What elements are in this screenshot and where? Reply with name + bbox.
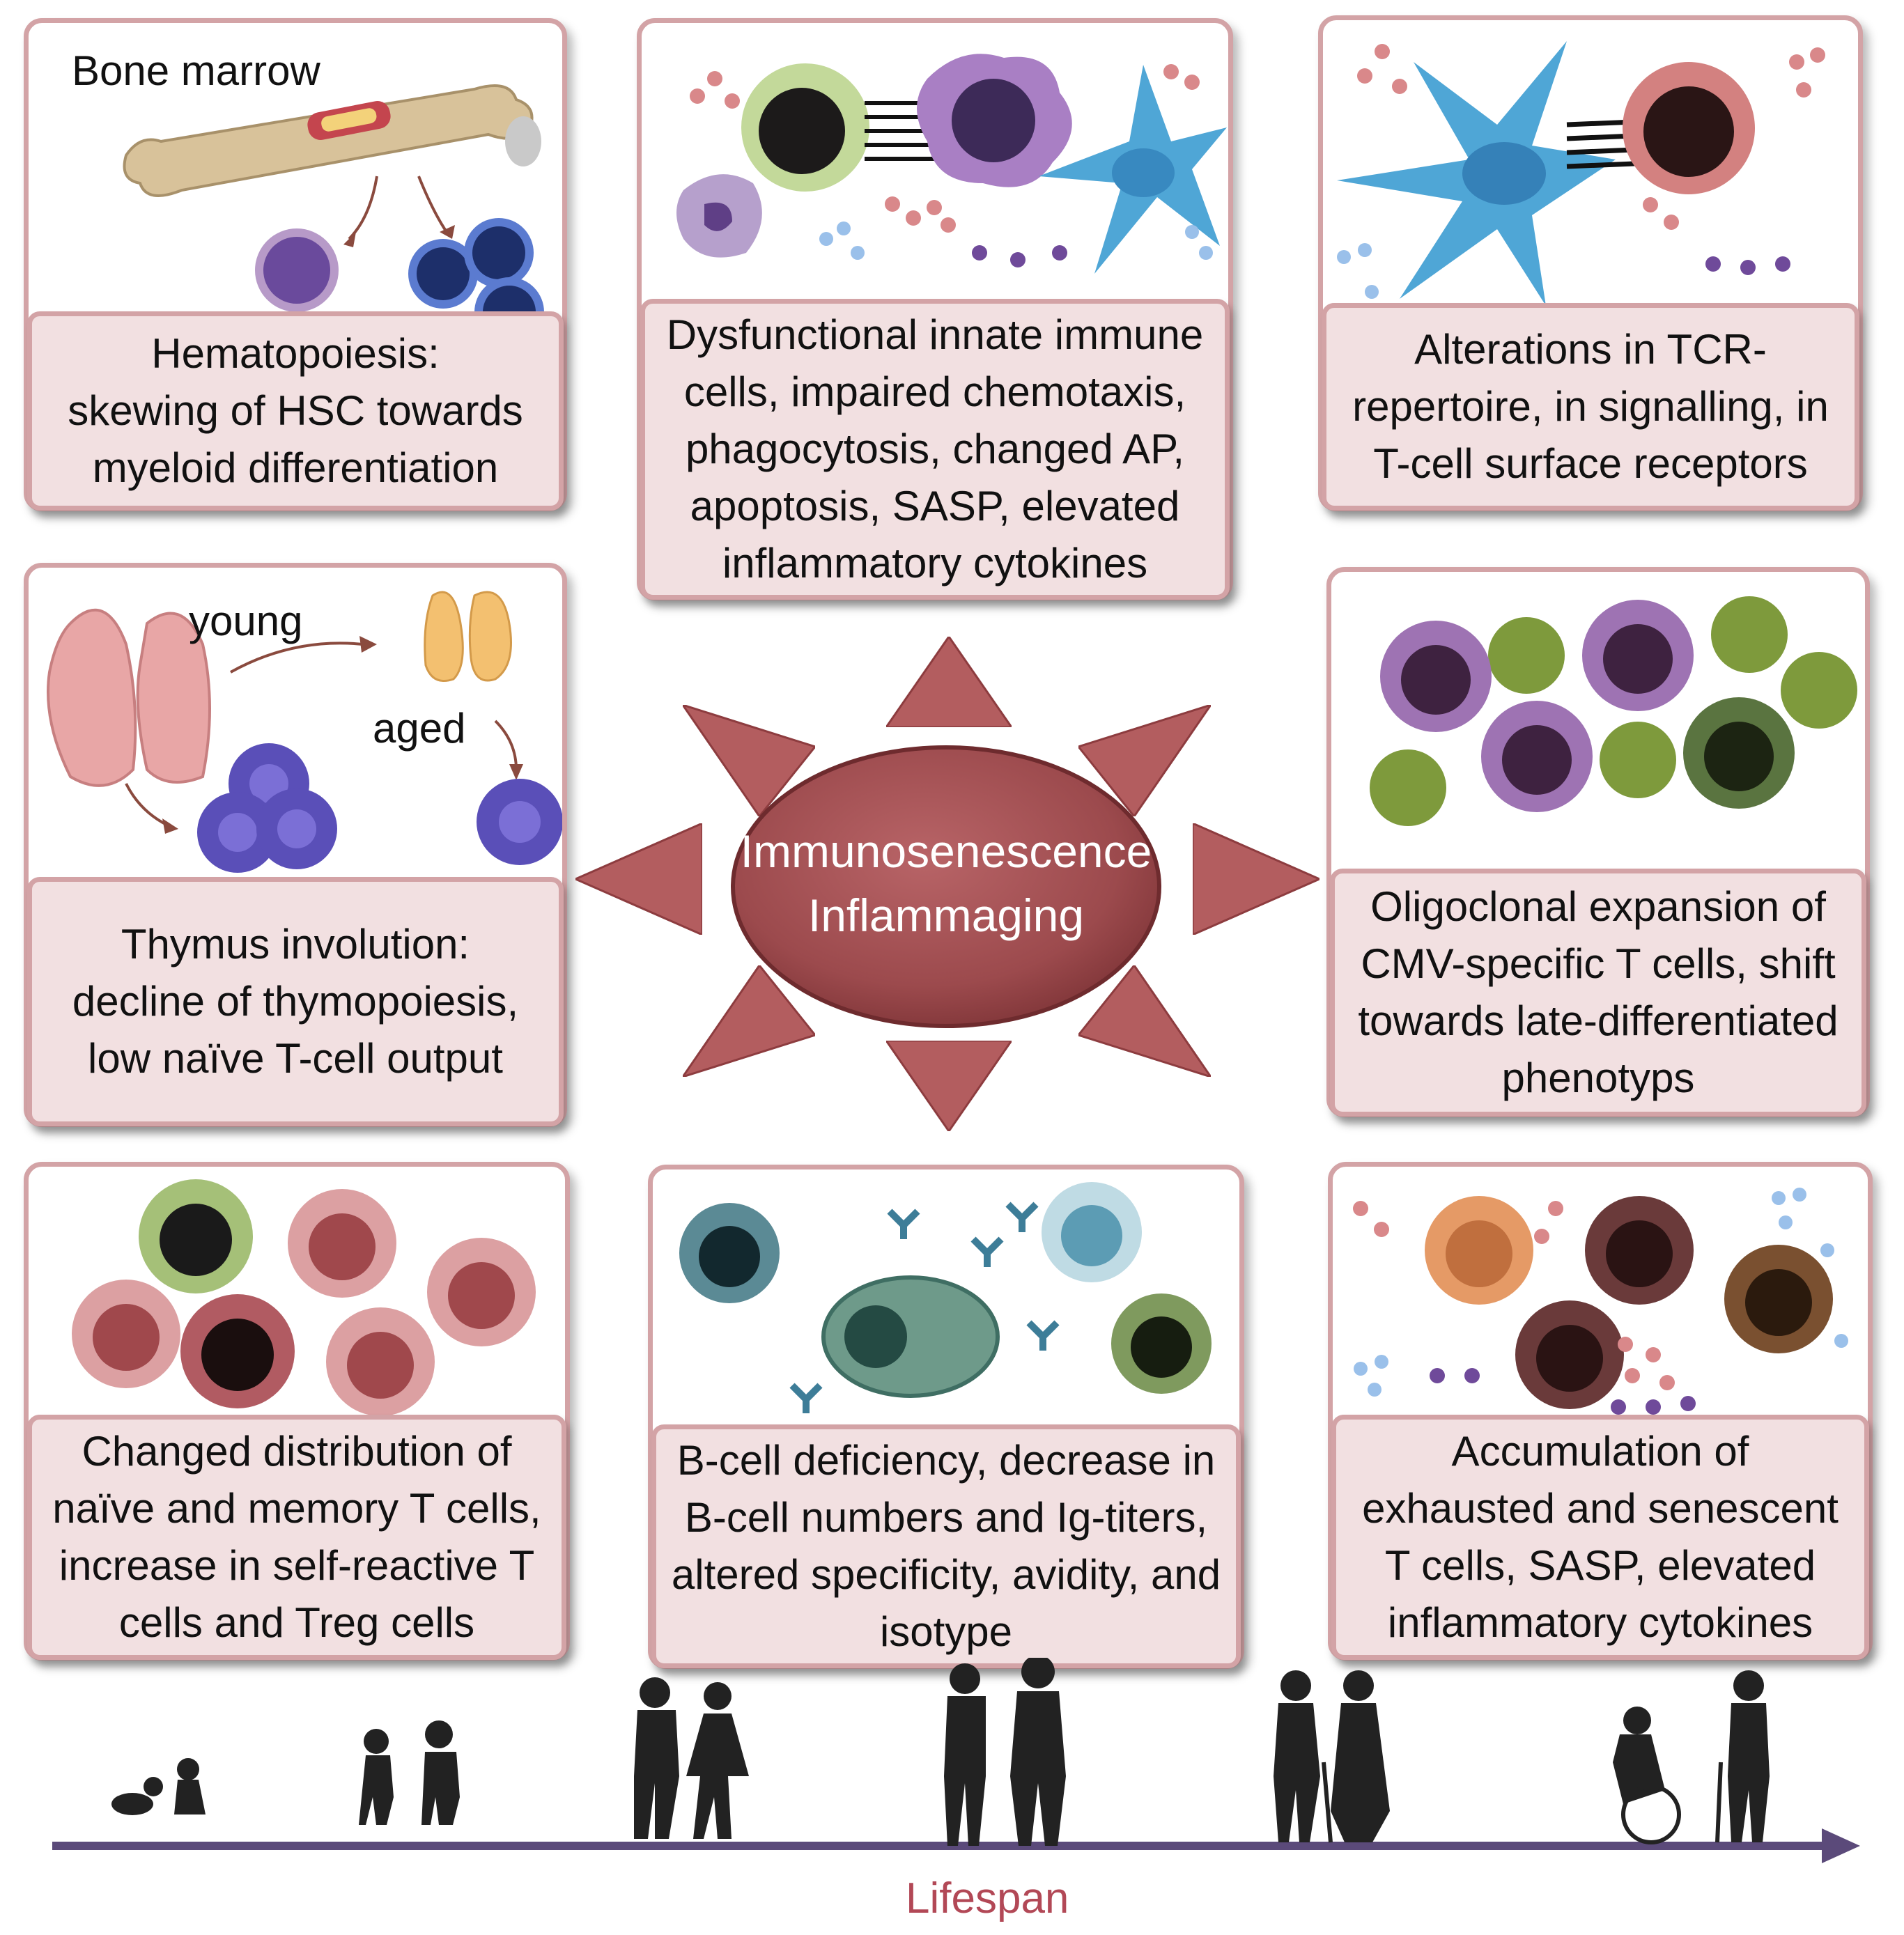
exhausted-illustration (1333, 1167, 1868, 1417)
cmv-illustration (1331, 572, 1865, 871)
cmv-caption: Oligoclonal expansion of CMV-specific T … (1330, 869, 1866, 1117)
center-ellipse: Immunosenescence Inflammaging (727, 743, 1165, 1031)
ray-bottom-right (1078, 965, 1211, 1077)
hematopoiesis-caption: Hematopoiesis: skewing of HSC towards my… (27, 311, 564, 511)
lymphocyte-icon (741, 63, 869, 192)
panel-thymus: young aged Thymus involution: decline of… (24, 563, 567, 1127)
cytokine-icon (1353, 1188, 1848, 1415)
t-cell-icon (1623, 62, 1755, 194)
bcell-illustration (653, 1169, 1239, 1427)
bone-icon (123, 84, 541, 197)
ray-right (1193, 823, 1319, 935)
exhausted-caption: Accumulation of exhausted and senescent … (1331, 1415, 1869, 1660)
ray-bottom-left (683, 965, 815, 1077)
thymus-aged-icon (424, 591, 512, 682)
panel-tcr: Alterations in TCR- repertoire, in signa… (1318, 15, 1863, 511)
very-old-icon (1613, 1670, 1770, 1844)
thymus-young-icon (47, 608, 211, 787)
bcell-caption: B-cell deficiency, decrease in B-cell nu… (651, 1424, 1241, 1668)
young-label: young (189, 598, 303, 644)
toddlers-icon (359, 1720, 460, 1825)
panel-tcell-distribution: Changed distribution of naïve and memory… (24, 1162, 570, 1661)
children-icon (634, 1677, 749, 1839)
babies-icon (111, 1758, 206, 1815)
ray-bottom (886, 1041, 1012, 1131)
memory-t-cell-icon (72, 1189, 536, 1416)
ray-left (575, 823, 702, 935)
center-title: Immunosenescence (740, 825, 1152, 877)
tcr-illustration (1323, 20, 1858, 306)
tcell-distribution-illustration (29, 1167, 565, 1417)
ray-top-left (683, 705, 815, 816)
bone-marrow-illustration (29, 23, 562, 316)
panel-bcell: B-cell deficiency, decrease in B-cell nu… (648, 1165, 1244, 1669)
lifespan-label: Lifespan (906, 1874, 1069, 1922)
ray-top (886, 637, 1012, 727)
elderly-icon (1274, 1670, 1390, 1843)
macrophage-icon (917, 54, 1072, 187)
innate-cells-illustration (642, 23, 1228, 302)
adults-icon (944, 1655, 1066, 1846)
tcr-caption: Alterations in TCR- repertoire, in signa… (1322, 303, 1859, 511)
panel-cmv: Oligoclonal expansion of CMV-specific T … (1326, 567, 1870, 1117)
center-subtitle: Inflammaging (807, 889, 1085, 941)
neutrophil-icon (676, 174, 762, 258)
panel-innate-immune: Dysfunctional innate immune cells, impai… (637, 18, 1233, 600)
dendritic-cell-icon (1039, 65, 1227, 274)
plasma-cell-icon (821, 1275, 1000, 1398)
lymphoid-cells-icon (408, 218, 544, 316)
t-cell-icon (1380, 600, 1795, 812)
ray-top-right (1078, 705, 1211, 816)
dendritic-cell-icon (1337, 41, 1616, 306)
panel-exhausted: Accumulation of exhausted and senescent … (1328, 1162, 1873, 1661)
thymus-caption: Thymus involution: decline of thymopoies… (27, 877, 564, 1126)
naive-t-cell-icon (139, 1179, 295, 1408)
t-cells-icon (197, 743, 562, 873)
lifespan-timeline (49, 1655, 1874, 1909)
thymus-illustration (29, 568, 562, 881)
myeloid-cell-icon (255, 228, 339, 312)
bone-marrow-label: Bone marrow (72, 47, 320, 94)
senescent-t-cell-icon (1425, 1196, 1833, 1409)
b-cell-icon (679, 1182, 1212, 1394)
innate-caption: Dysfunctional innate immune cells, impai… (640, 299, 1230, 600)
virus-icon (1370, 596, 1857, 826)
tcell-distribution-caption: Changed distribution of naïve and memory… (27, 1415, 566, 1660)
panel-hematopoiesis: Bone marrow Hematopoiesis: skewing of HS… (24, 18, 567, 511)
antibody-icon (789, 1202, 1060, 1413)
aged-label: aged (373, 705, 466, 752)
